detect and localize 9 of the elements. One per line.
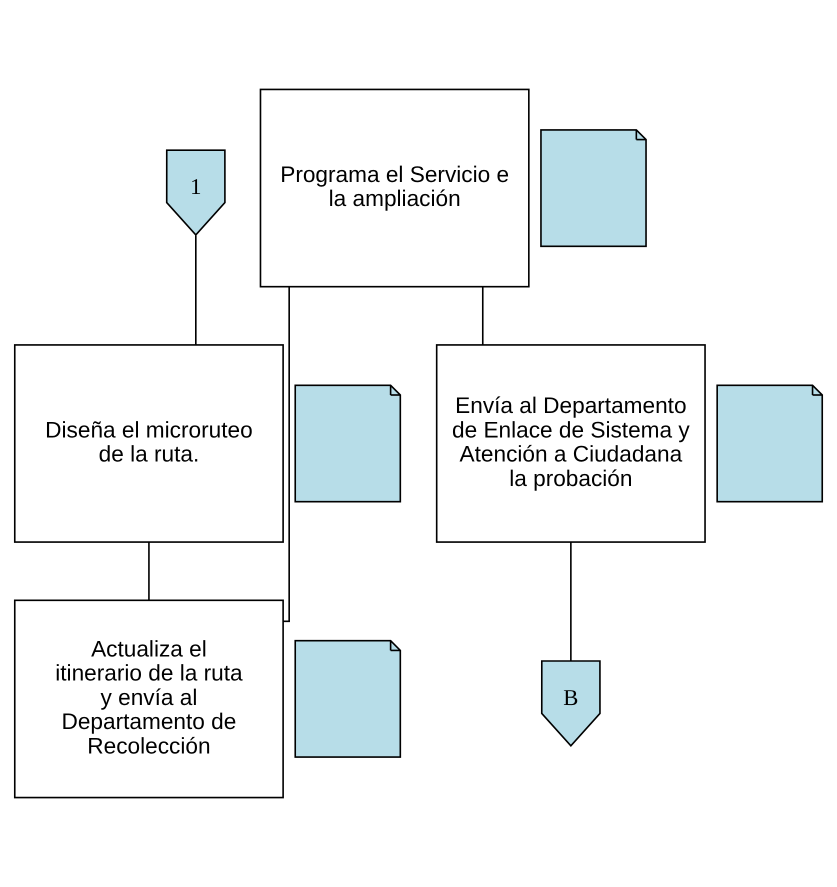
node-box: Diseña el microruteo de la ruta. — [14, 344, 284, 543]
node-box: Envía al Departamento de Enlace de Sistema y Atención a Ciudadana la probación — [436, 344, 706, 543]
connector — [570, 542, 572, 661]
connector — [148, 542, 150, 600]
node-box: Programa el Servicio e la ampliación — [260, 88, 530, 288]
connector — [195, 236, 197, 344]
connector — [283, 286, 290, 622]
node-box: Actualiza el itinerario de la ruta y envía al Departamento de Recolección — [14, 600, 284, 798]
connector — [482, 286, 484, 345]
